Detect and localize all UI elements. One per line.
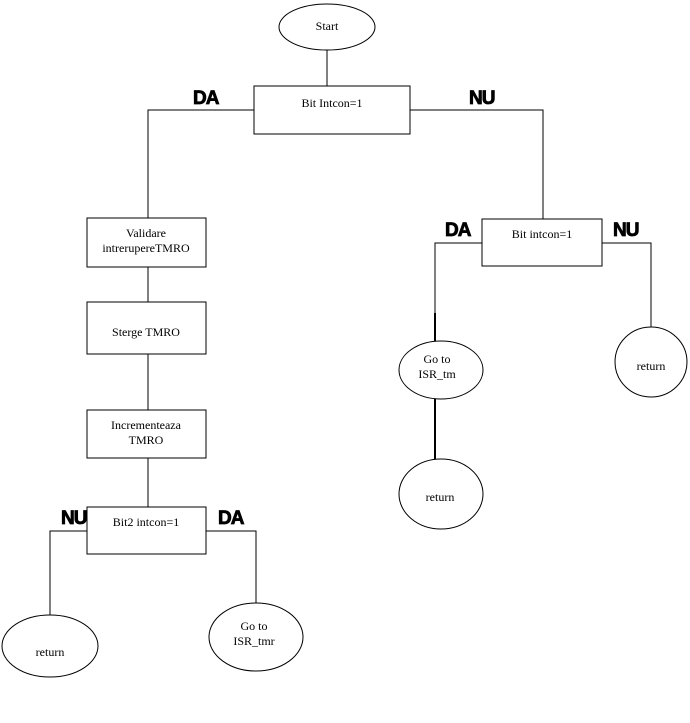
decision2-no-label: NU [613,220,639,241]
start-ellipse [278,3,376,51]
incrementeaza-label-line1: Incrementeaza [111,418,182,432]
return-right-label: return [637,359,666,373]
sterge-box [86,301,207,355]
decision3-node: Bit2 intcon=1 [86,506,207,555]
return-mid-ellipse [398,458,484,530]
goto-isr-tm-ellipse [398,340,484,400]
validare-label-line1: Validare [126,226,166,240]
decision2-node: Bit intcon=1 [481,218,603,267]
validare-box [86,217,207,268]
incrementeaza-box [86,409,207,459]
decision3-no-line [49,530,87,615]
decision1-no-label: NU [469,88,495,109]
decision2-label: Bit intcon=1 [512,227,572,241]
decision2-no-line [602,242,652,327]
decision2-yes-label: DA [445,220,472,241]
incrementeaza-node: Incrementeaza TMRO [86,409,207,459]
decision1-box [253,85,411,135]
goto-isr-tmr-ellipse [208,602,304,672]
return-mid-label: return [426,490,455,504]
goto-isr-tmr-node: Go to ISR_tmr [208,602,304,672]
start-label: Start [316,19,339,33]
return-mid-node: return [398,458,484,530]
decision2-box [481,218,603,267]
decision2-yes-line [434,242,482,313]
return-left-node: return [1,614,99,678]
sterge-node: Sterge TMRO [86,301,207,355]
decision1-yes-line [147,109,254,218]
goto-isr-tm-label-line1: Go to [424,352,451,366]
return-right-ellipse [614,326,688,398]
sterge-label: Sterge TMRO [112,325,180,339]
return-left-label: return [36,645,65,659]
decision1-no-line [410,109,544,219]
goto-isr-tmr-label-line1: Go to [241,619,268,633]
decision3-yes-label: DA [218,508,245,529]
decision1-yes-label: DA [193,88,220,109]
decision1-label: Bit Intcon=1 [301,96,362,110]
return-left-ellipse [1,614,99,678]
connectors [49,50,652,615]
decision3-no-label: NU [61,508,87,529]
incrementeaza-label-line2: TMRO [129,433,164,447]
goto-isr-tm-label-line2: ISR_tm [418,367,456,381]
validare-label-line2: intrerupereTMRO [102,241,190,255]
decision3-yes-line [206,530,257,603]
goto-isr-tmr-label-line2: ISR_tmr [233,634,274,648]
return-right-node: return [614,326,688,398]
goto-isr-tm-node: Go to ISR_tm [398,340,484,400]
decision3-box [86,506,207,555]
start-node: Start [278,3,376,51]
validare-node: Validare intrerupereTMRO [86,217,207,268]
decision3-label: Bit2 intcon=1 [113,515,179,529]
decision1-node: Bit Intcon=1 [253,85,411,135]
